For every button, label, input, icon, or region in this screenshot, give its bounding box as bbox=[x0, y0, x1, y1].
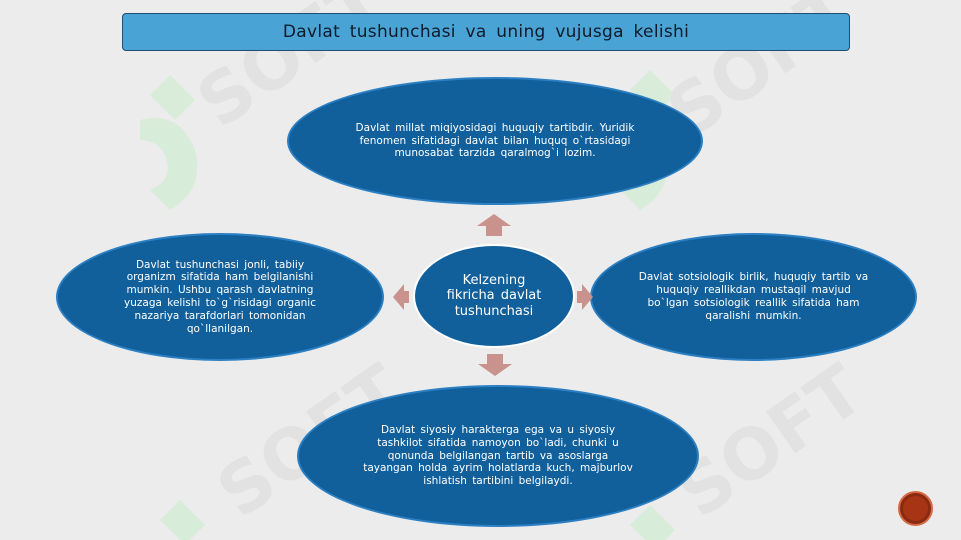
arrow-left-icon bbox=[393, 284, 409, 310]
top-concept-text: Davlat millat miqiyosidagi huquqiy tarti… bbox=[355, 121, 635, 160]
nav-circle-button[interactable] bbox=[898, 491, 933, 526]
top-concept-ellipse: Davlat millat miqiyosidagi huquqiy tarti… bbox=[287, 77, 703, 205]
slide-title: Davlat tushunchasi va uning vujusga keli… bbox=[282, 22, 690, 42]
arrow-up-icon bbox=[477, 214, 511, 236]
right-concept-ellipse: Davlat sotsiologik birlik, huquqiy tarti… bbox=[590, 233, 917, 361]
center-concept-text: Kelzening fikricha davlat tushunchasi bbox=[446, 273, 542, 319]
bottom-concept-ellipse: Davlat siyosiy harakterga ega va u siyos… bbox=[297, 385, 699, 527]
arrow-down-icon bbox=[478, 354, 512, 376]
slide-title-bar: Davlat tushunchasi va uning vujusga keli… bbox=[122, 13, 850, 51]
center-concept-ellipse: Kelzening fikricha davlat tushunchasi bbox=[413, 244, 575, 348]
bottom-concept-text: Davlat siyosiy harakterga ega va u siyos… bbox=[363, 424, 633, 488]
left-concept-text: Davlat tushunchasi jonli, tabiiy organiz… bbox=[124, 258, 316, 335]
arrow-right-icon bbox=[577, 284, 593, 310]
left-concept-ellipse: Davlat tushunchasi jonli, tabiiy organiz… bbox=[56, 233, 384, 361]
right-concept-text: Davlat sotsiologik birlik, huquqiy tarti… bbox=[638, 271, 869, 322]
